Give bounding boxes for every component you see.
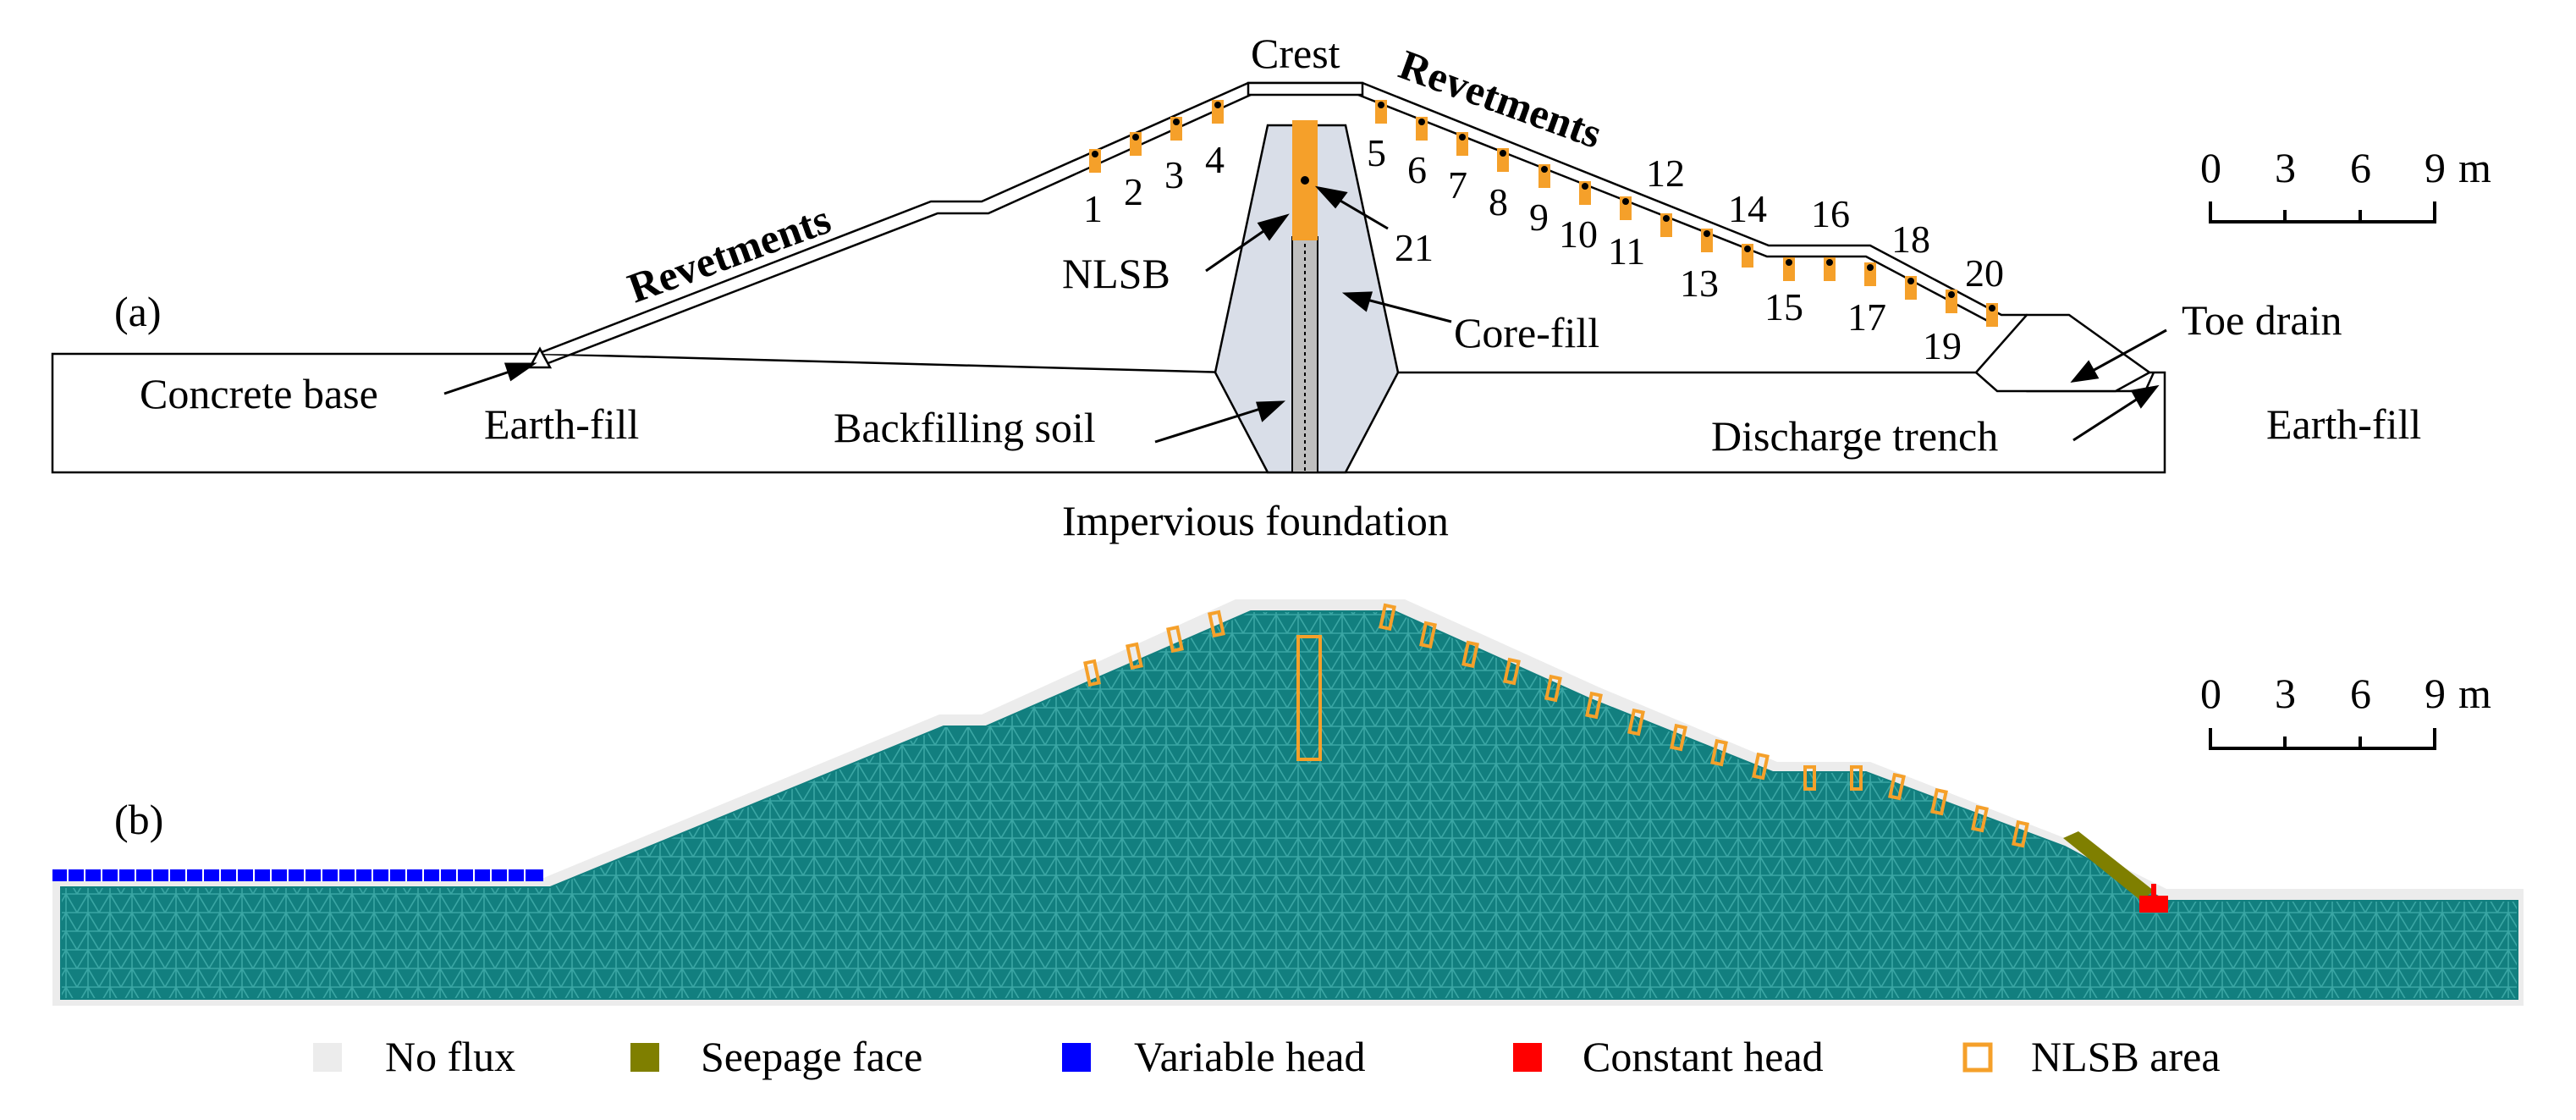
panel-b-label: (b) <box>114 796 163 843</box>
annotation-arrows <box>443 185 2167 444</box>
sensor-16 <box>1824 257 1836 281</box>
sensor-label-21: 21 <box>1395 226 1434 269</box>
panel-b: (b) <box>52 599 2524 1006</box>
sensor-label-8: 8 <box>1489 180 1508 223</box>
scale-bar-a: 0 3 6 9 m <box>2200 144 2491 223</box>
legend-item-no-flux: No flux <box>313 1033 515 1080</box>
sensor-label-11: 11 <box>1608 229 1645 273</box>
sensor-label-13: 13 <box>1680 262 1719 305</box>
sensor-2 <box>1130 132 1142 156</box>
nlsb-area-core <box>1296 635 1322 761</box>
sensor-9 <box>1538 164 1550 188</box>
core-fill-label: Core-fill <box>1454 309 1599 356</box>
sensor-label-7: 7 <box>1448 163 1467 207</box>
sensor-label-9: 9 <box>1529 196 1549 239</box>
sensor-20 <box>1986 303 1998 327</box>
scale-b-unit: m <box>2458 670 2491 717</box>
scale-b-tick-6: 6 <box>2350 670 2371 717</box>
scale-a-tick-9: 9 <box>2425 144 2446 191</box>
sensor-5 <box>1375 100 1387 124</box>
impervious-foundation-label: Impervious foundation <box>1062 497 1449 544</box>
sensor-label-4: 4 <box>1205 138 1225 181</box>
legend-label-variable-head: Variable head <box>1134 1033 1365 1080</box>
sensor-6 <box>1416 117 1428 141</box>
scale-a-tick-3: 3 <box>2275 144 2296 191</box>
backfilling-soil-label: Backfilling soil <box>834 404 1096 451</box>
legend: No flux Seepage face Variable head Const… <box>313 1033 2221 1080</box>
sensor-label-2: 2 <box>1124 170 1143 213</box>
legend-item-nlsb-area: NLSB area <box>1962 1033 2221 1080</box>
sensor-10 <box>1579 181 1591 205</box>
sensor-label-14: 14 <box>1728 187 1767 230</box>
sensor-label-19: 19 <box>1923 324 1962 367</box>
sensor-label-5: 5 <box>1367 131 1386 174</box>
fe-mesh <box>60 610 2518 1000</box>
concrete-base-label: Concrete base <box>140 370 378 417</box>
sensor-12 <box>1660 213 1672 237</box>
sensor-7 <box>1456 132 1468 156</box>
variable-head-boundary <box>52 869 543 881</box>
sensor-8 <box>1497 148 1509 172</box>
legend-swatch-no-flux <box>313 1043 342 1072</box>
scale-b-tick-9: 9 <box>2425 670 2446 717</box>
sensor-label-16: 16 <box>1811 192 1850 235</box>
panel-a-label: (a) <box>114 288 162 335</box>
discharge-trench-label: Discharge trench <box>1711 412 1998 460</box>
sensor-13 <box>1701 229 1713 252</box>
panel-a: (a) <box>51 30 2491 544</box>
scale-b-tick-0: 0 <box>2200 670 2221 717</box>
sensor-14 <box>1742 244 1753 268</box>
earth-fill-label-left: Earth-fill <box>484 400 639 448</box>
nlsb-areas <box>1083 603 2029 848</box>
revetment-upstream <box>545 93 1252 366</box>
scale-bar-b: 0 3 6 9 m <box>2200 670 2491 750</box>
legend-label-seepage-face: Seepage face <box>701 1033 922 1080</box>
sensor-label-3: 3 <box>1164 153 1184 196</box>
seepage-face-boundary <box>2063 831 2154 901</box>
sensor-label-20: 20 <box>1965 251 2004 295</box>
legend-label-nlsb-area: NLSB area <box>2031 1033 2221 1080</box>
sensor-label-6: 6 <box>1407 148 1427 191</box>
legend-label-no-flux: No flux <box>385 1033 515 1080</box>
sensor-18 <box>1905 276 1917 300</box>
sensor-1 <box>1089 149 1101 173</box>
sensor-11 <box>1620 196 1632 220</box>
legend-label-constant-head: Constant head <box>1582 1033 1824 1080</box>
constant-head-boundary <box>2139 896 2168 913</box>
legend-item-variable-head: Variable head <box>1062 1033 1365 1080</box>
sensor-label-15: 15 <box>1764 285 1803 328</box>
sensor-15 <box>1783 257 1795 281</box>
sensor-label-12: 12 <box>1646 152 1685 195</box>
earth-fill-label-right: Earth-fill <box>2266 400 2421 448</box>
scale-b-tick-3: 3 <box>2275 670 2296 717</box>
crest-cap <box>1247 81 1364 97</box>
sensor-markers <box>1089 100 1998 327</box>
legend-swatch-nlsb-area <box>1962 1042 1993 1073</box>
crest-label: Crest <box>1251 30 1340 77</box>
legend-swatch-seepage-face <box>630 1043 659 1072</box>
sensor-3 <box>1170 117 1182 141</box>
sensor-4 <box>1212 100 1224 124</box>
variable-head-ticks <box>67 869 526 881</box>
legend-item-constant-head: Constant head <box>1513 1033 1824 1080</box>
scale-a-unit: m <box>2458 144 2491 191</box>
legend-swatch-variable-head <box>1062 1043 1091 1072</box>
scale-a-tick-0: 0 <box>2200 144 2221 191</box>
sensor-17 <box>1864 262 1876 286</box>
sensor-label-18: 18 <box>1891 218 1930 261</box>
scale-a-tick-6: 6 <box>2350 144 2371 191</box>
legend-item-seepage-face: Seepage face <box>630 1033 922 1080</box>
sensor-label-1: 1 <box>1083 187 1103 230</box>
sensor-19 <box>1946 290 1957 313</box>
sensor-21-dot <box>1301 176 1309 185</box>
sensor-label-10: 10 <box>1559 212 1598 256</box>
sensor-number-labels: 1 2 3 4 5 6 7 8 9 10 11 12 13 14 15 16 1… <box>1083 131 2004 367</box>
toe-drain-label: Toe drain <box>2182 296 2342 344</box>
nlsb-label: NLSB <box>1062 250 1170 297</box>
legend-swatch-constant-head <box>1513 1043 1542 1072</box>
toe-drain-shape <box>1974 313 2152 393</box>
sensor-label-17: 17 <box>1847 295 1886 339</box>
constant-head-marker <box>2151 884 2156 897</box>
